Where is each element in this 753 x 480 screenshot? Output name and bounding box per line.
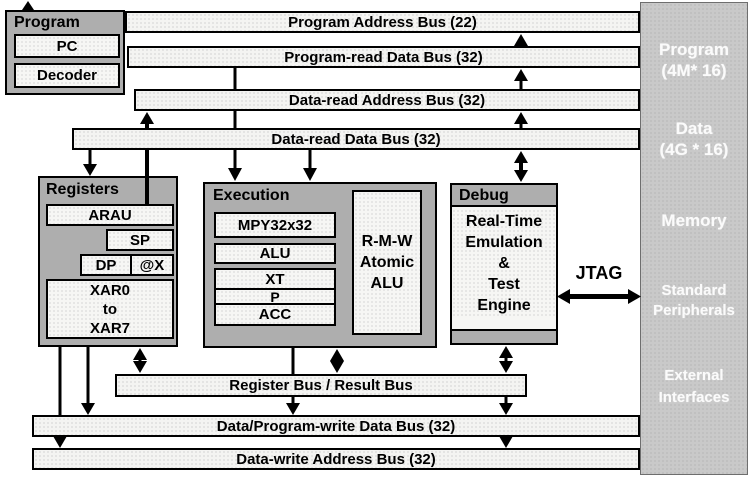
- program-read-to-execution-arrow: [228, 68, 242, 181]
- debug-unit-header: Debug: [452, 185, 556, 207]
- data-read-data-bus: Data-read Data Bus (32): [72, 128, 640, 150]
- execution-unit-title: Execution: [213, 187, 290, 204]
- arau-block-label: ARAU: [88, 206, 132, 224]
- data-write-address-bus-label: Data-write Address Bus (32): [236, 450, 436, 468]
- sp-register: SP: [106, 229, 174, 251]
- write-data-to-write-address-arrow: [499, 436, 513, 448]
- top-edge-arrow: [22, 1, 34, 10]
- registers-register-bus-double-arrow: [133, 348, 147, 373]
- xt-register-label: XT: [265, 270, 285, 288]
- debug-unit-title: Debug: [459, 187, 509, 204]
- debug-engine-block: Real-Time Emulation & Test Engine: [452, 209, 556, 317]
- memory-panel: Program (4M* 16) Data (4G * 16) Memory S…: [640, 2, 748, 475]
- execution-to-write-data-arrow: [286, 348, 300, 415]
- sp-register-label: SP: [129, 231, 150, 249]
- dp-register-label: DP: [95, 256, 117, 274]
- data-read-to-execution-arrow: [303, 150, 317, 181]
- register-result-bus: Register Bus / Result Bus: [115, 374, 527, 397]
- debug-unit: Debug Real-Time Emulation & Test Engine: [450, 183, 558, 345]
- decoder-block: Decoder: [14, 63, 120, 88]
- memory-panel-program-label: Program (4M* 16): [659, 40, 729, 80]
- data-read-to-registers-arrow: [83, 150, 97, 176]
- memory-panel-standard-peripherals-label: Standard Peripherals: [653, 282, 735, 319]
- data-read-data-bus-label: Data-read Data Bus (32): [271, 130, 441, 148]
- xt-register: XT: [214, 268, 336, 290]
- atx-register-label: @X: [139, 256, 165, 274]
- arau-to-data-read-address-arrow: [140, 112, 154, 204]
- atx-register: @X: [130, 254, 174, 276]
- p-register: P: [214, 288, 336, 305]
- alu-block-label: ALU: [259, 245, 291, 262]
- memory-panel-memory-label: Memory: [661, 211, 727, 230]
- debug-unit-footer: [452, 329, 556, 343]
- decoder-block-label: Decoder: [36, 67, 98, 84]
- rmw-atomic-alu-block: R-M-W Atomic ALU: [352, 190, 422, 335]
- execution-register-bus-double-arrow: [330, 349, 344, 373]
- program-unit-title: Program: [14, 14, 80, 31]
- jtag-arrow: [557, 289, 641, 304]
- p-register-label: P: [270, 288, 280, 305]
- arau-block: ARAU: [46, 204, 174, 226]
- program-read-data-bus-label: Program-read Data Bus (32): [284, 48, 483, 66]
- program-address-bus-label: Program Address Bus (22): [288, 13, 477, 31]
- alu-block: ALU: [214, 243, 336, 264]
- register-result-bus-label: Register Bus / Result Bus: [229, 377, 413, 394]
- acc-register: ACC: [214, 303, 336, 326]
- execution-unit: Execution MPY32x32 ALU XT P ACC R-M-W At…: [203, 182, 437, 348]
- data-read-address-bus: Data-read Address Bus (32): [134, 89, 640, 111]
- program-address-bus: Program Address Bus (22): [125, 11, 640, 33]
- xar-registers: XAR0 to XAR7: [46, 279, 174, 339]
- dp-register: DP: [80, 254, 132, 276]
- jtag-label: JTAG: [575, 263, 623, 283]
- register-bus-to-write-data-arrow: [499, 397, 513, 415]
- registers-to-data-write-address-arrow: [53, 347, 67, 448]
- bus-chain-arrows: [514, 34, 528, 182]
- data-write-address-bus: Data-write Address Bus (32): [32, 448, 640, 470]
- data-program-write-data-bus-label: Data/Program-write Data Bus (32): [216, 417, 456, 435]
- debug-register-bus-double-arrow: [499, 346, 513, 373]
- data-program-write-data-bus: Data/Program-write Data Bus (32): [32, 415, 640, 437]
- program-read-data-bus: Program-read Data Bus (32): [127, 46, 640, 68]
- pc-register: PC: [14, 34, 120, 58]
- memory-panel-data-label: Data (4G * 16): [659, 119, 729, 159]
- pc-register-label: PC: [56, 37, 78, 55]
- registers-to-write-data-arrow: [81, 347, 95, 415]
- mpy-block-label: MPY32x32: [237, 216, 313, 234]
- registers-unit-title: Registers: [46, 181, 119, 198]
- registers-unit: Registers ARAU SP DP @X XAR0 to XAR7: [38, 176, 178, 347]
- program-unit: Program PC Decoder: [5, 10, 125, 95]
- data-read-address-bus-label: Data-read Address Bus (32): [288, 91, 486, 109]
- memory-panel-external-interfaces-label: External Interfaces: [658, 367, 730, 406]
- acc-register-label: ACC: [258, 306, 292, 323]
- mpy-block: MPY32x32: [214, 212, 336, 238]
